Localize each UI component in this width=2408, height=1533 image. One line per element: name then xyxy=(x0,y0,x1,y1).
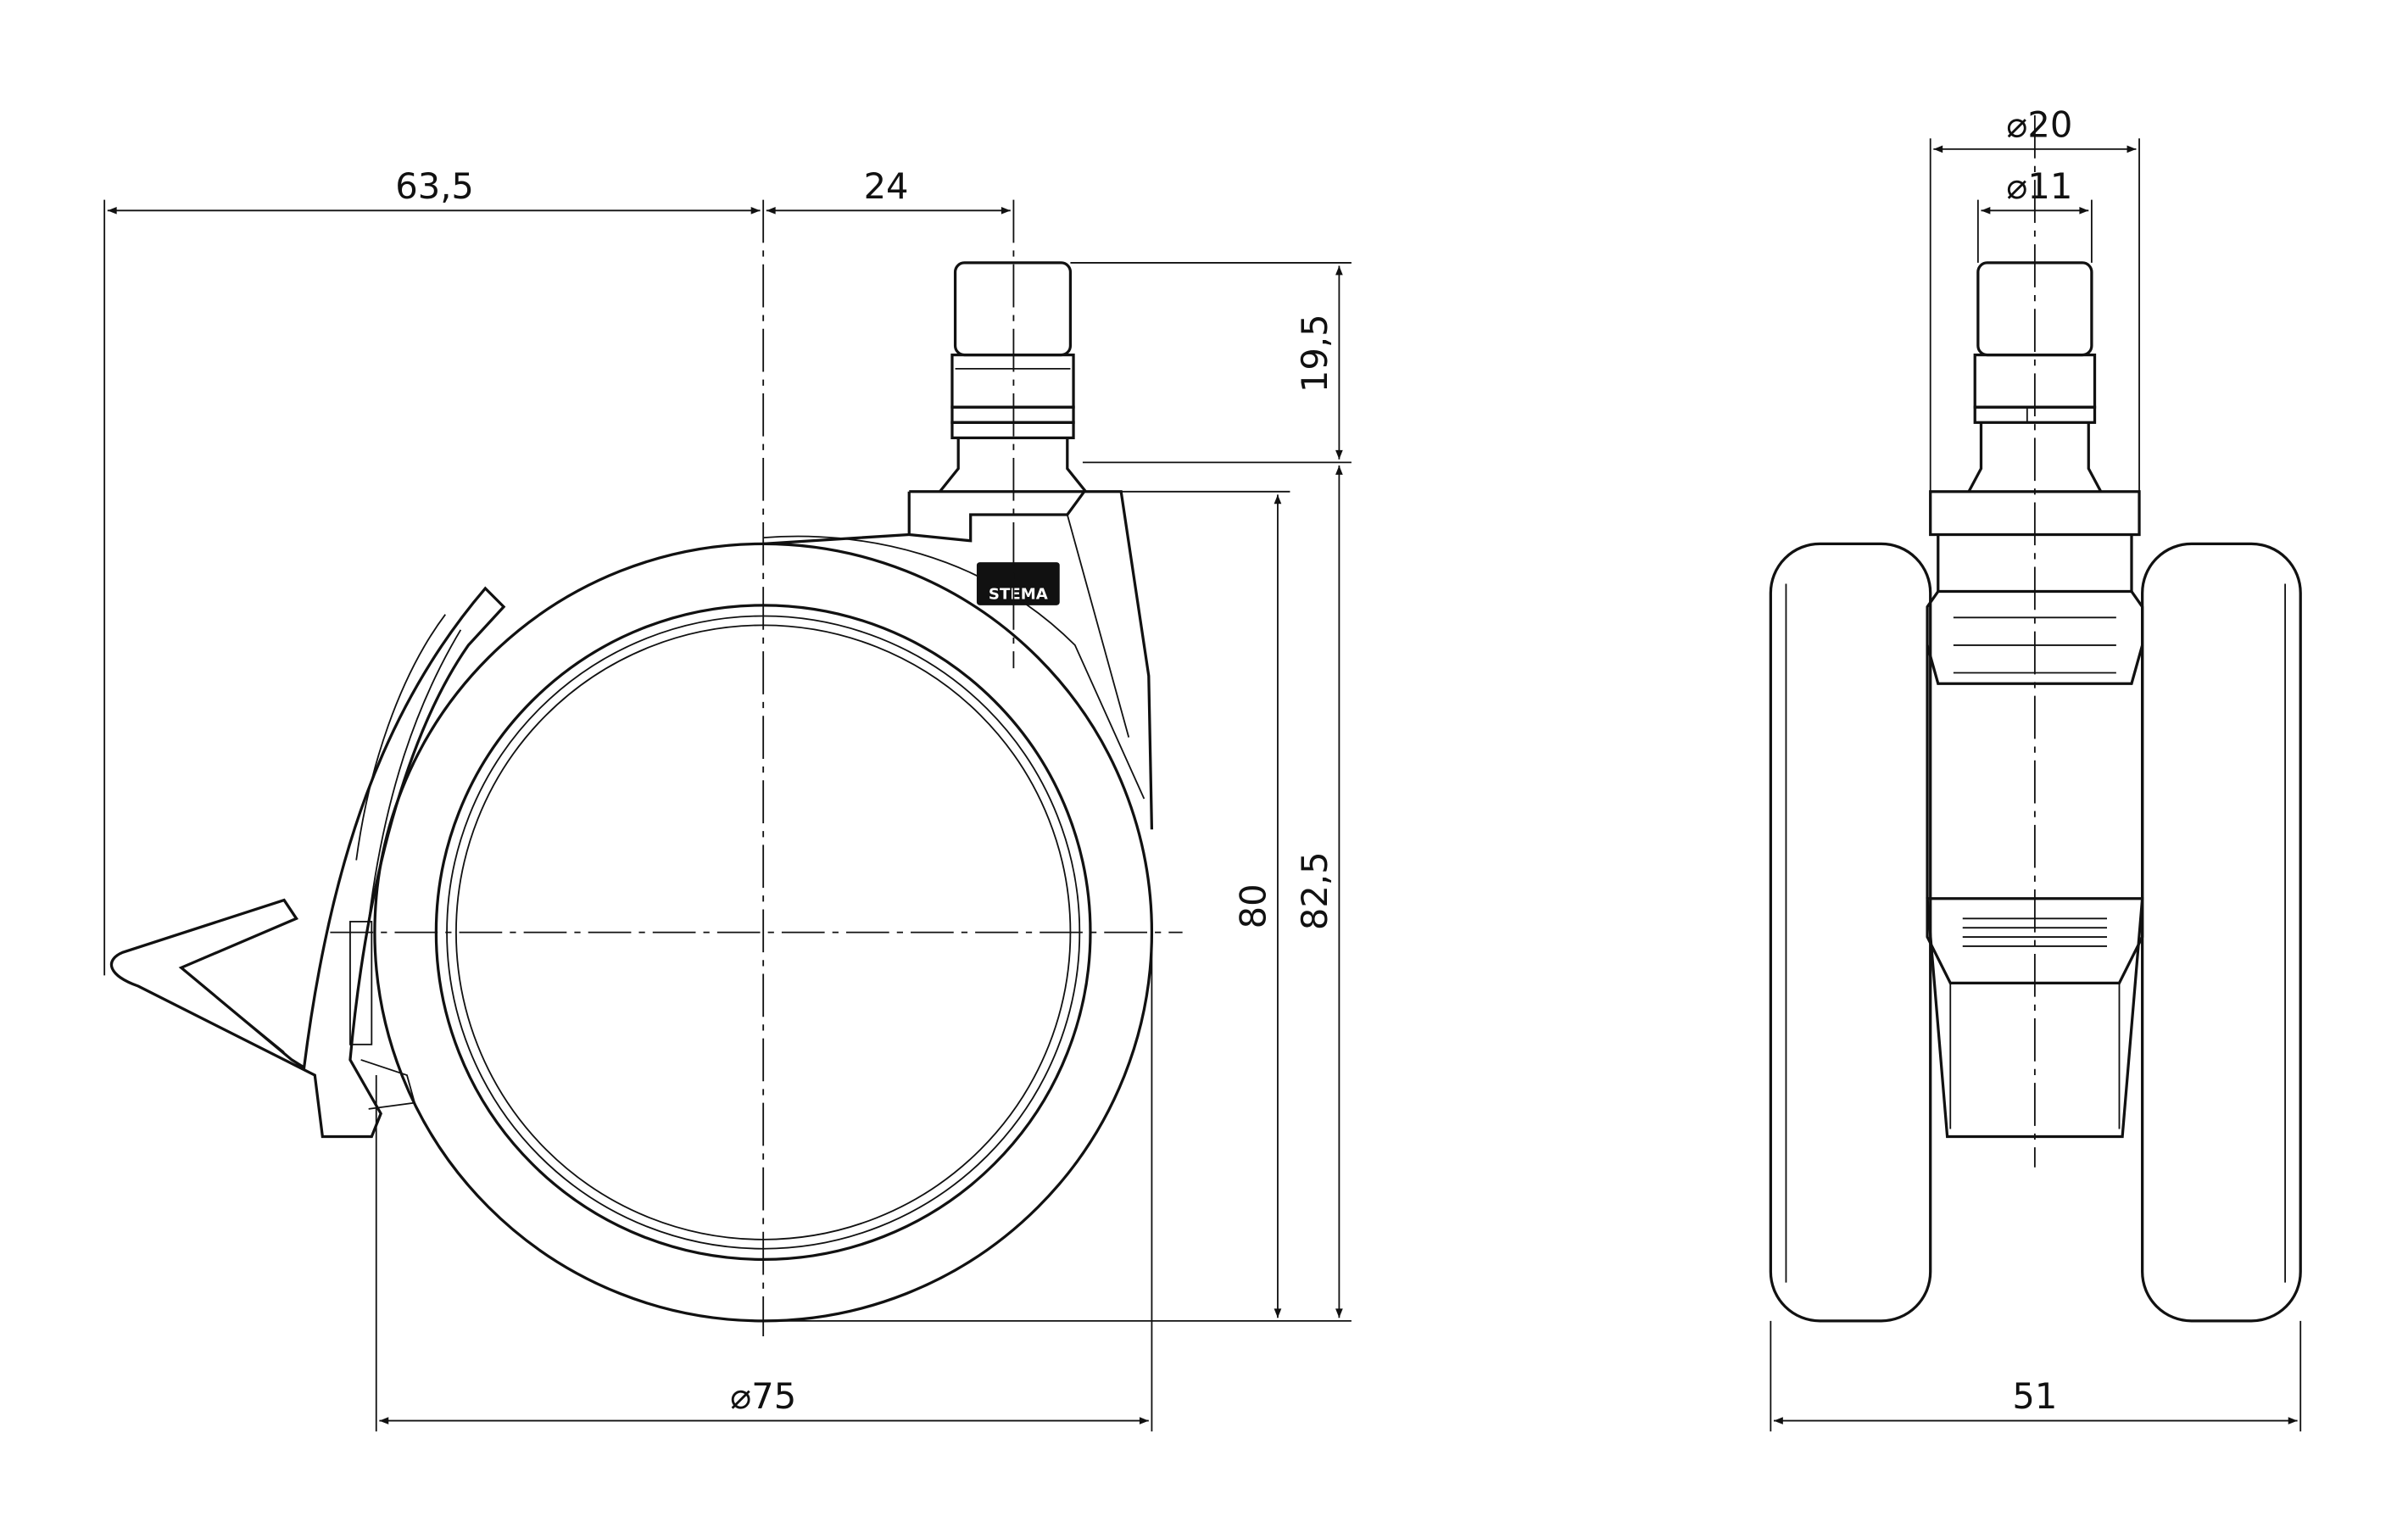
brake-pedal xyxy=(109,586,506,1139)
dim-wheel-height: 80 xyxy=(1232,884,1274,928)
dim-total-width: 51 xyxy=(2012,1375,2057,1417)
dim-housing-diameter: ⌀20 xyxy=(2006,103,2072,145)
left-wheel xyxy=(1769,542,1932,1323)
centerlines xyxy=(330,199,1183,1336)
dimension-lines xyxy=(103,199,1352,1432)
dim-wheel-diameter: ⌀75 xyxy=(730,1375,796,1417)
front-dimension-lines xyxy=(1770,138,2302,1432)
housing xyxy=(763,490,1154,830)
dim-stem-height: 19,5 xyxy=(1294,314,1335,393)
front-stem xyxy=(1967,261,2103,493)
front-view: ⌀20 ⌀11 51 xyxy=(1769,103,2302,1432)
side-view: STEMA 63,5 24 xyxy=(103,165,1352,1432)
manufacturer-logo: STEMA xyxy=(976,562,1060,605)
right-wheel xyxy=(2141,542,2302,1323)
dim-stem-offset: 24 xyxy=(864,165,909,207)
dim-total-height: 82,5 xyxy=(1294,851,1335,930)
svg-text:STEMA: STEMA xyxy=(989,586,1048,604)
dim-stem-diameter: ⌀11 xyxy=(2006,165,2072,207)
dim-brake-offset: 63,5 xyxy=(395,165,474,207)
